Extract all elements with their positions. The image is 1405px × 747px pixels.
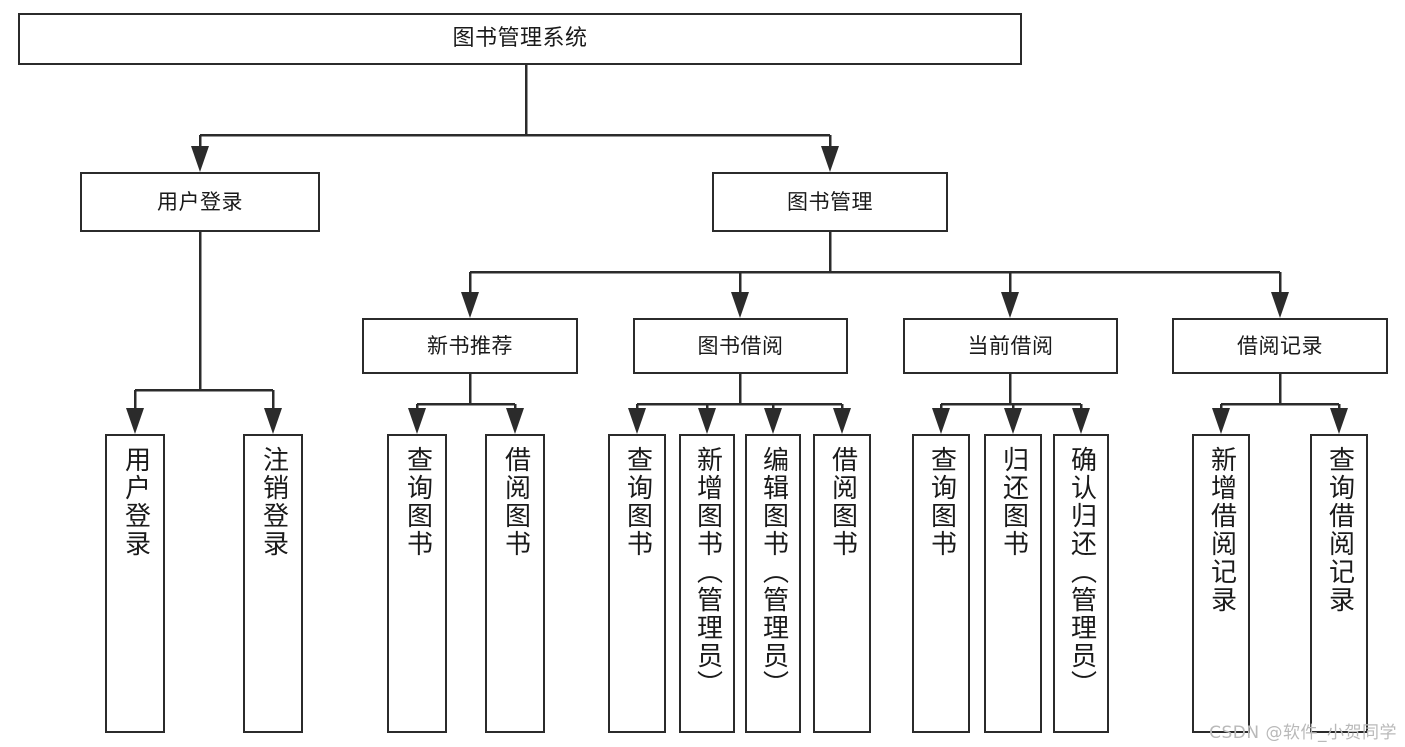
node-book-manage[interactable]: 图书管理 xyxy=(712,172,948,232)
node-book-borrow[interactable]: 图书借阅 xyxy=(633,318,848,374)
node-leaf-borrow-book-2-label: 借阅图书 xyxy=(827,446,858,558)
csdn-watermark: CSDN @软件_小贺同学 xyxy=(1209,723,1397,743)
node-leaf-borrow-book-1[interactable]: 借阅图书 xyxy=(485,434,545,733)
node-leaf-query-book-2-label: 查询图书 xyxy=(622,446,653,558)
node-leaf-query-record[interactable]: 查询借阅记录 xyxy=(1310,434,1368,733)
node-leaf-return-book[interactable]: 归还图书 xyxy=(984,434,1042,733)
node-borrow-record[interactable]: 借阅记录 xyxy=(1172,318,1388,374)
node-leaf-user-login-label: 用户登录 xyxy=(120,446,151,558)
node-root[interactable]: 图书管理系统 xyxy=(18,13,1022,65)
node-leaf-query-book-1-label: 查询图书 xyxy=(402,446,433,558)
node-leaf-logout[interactable]: 注销登录 xyxy=(243,434,303,733)
node-borrow-record-label: 借阅记录 xyxy=(1237,333,1323,358)
node-leaf-confirm-return[interactable]: 确认归还（管理员） xyxy=(1053,434,1109,733)
node-root-label: 图书管理系统 xyxy=(452,26,588,52)
node-user-login[interactable]: 用户登录 xyxy=(80,172,320,232)
node-current-borrow-label: 当前借阅 xyxy=(967,333,1054,358)
node-leaf-add-record[interactable]: 新增借阅记录 xyxy=(1192,434,1250,733)
node-new-book-rec-label: 新书推荐 xyxy=(427,333,513,358)
node-leaf-logout-label: 注销登录 xyxy=(258,446,289,558)
node-book-borrow-label: 图书借阅 xyxy=(697,333,784,358)
node-leaf-add-book-label: 新增图书（管理员） xyxy=(692,446,723,698)
node-leaf-query-book-3[interactable]: 查询图书 xyxy=(912,434,970,733)
node-leaf-borrow-book-2[interactable]: 借阅图书 xyxy=(813,434,871,733)
node-leaf-borrow-book-1-label: 借阅图书 xyxy=(500,446,531,558)
node-leaf-confirm-return-label: 确认归还（管理员） xyxy=(1066,446,1097,698)
node-user-login-label: 用户登录 xyxy=(157,189,243,214)
node-leaf-query-book-2[interactable]: 查询图书 xyxy=(608,434,666,733)
node-new-book-rec[interactable]: 新书推荐 xyxy=(362,318,578,374)
node-book-manage-label: 图书管理 xyxy=(787,189,873,214)
node-leaf-edit-book[interactable]: 编辑图书（管理员） xyxy=(745,434,801,733)
node-leaf-add-book[interactable]: 新增图书（管理员） xyxy=(679,434,735,733)
node-leaf-query-record-label: 查询借阅记录 xyxy=(1324,446,1355,614)
node-leaf-add-record-label: 新增借阅记录 xyxy=(1206,446,1237,614)
node-leaf-edit-book-label: 编辑图书（管理员） xyxy=(758,446,789,698)
node-current-borrow[interactable]: 当前借阅 xyxy=(903,318,1118,374)
node-leaf-query-book-1[interactable]: 查询图书 xyxy=(387,434,447,733)
node-leaf-user-login[interactable]: 用户登录 xyxy=(105,434,165,733)
node-leaf-return-book-label: 归还图书 xyxy=(998,446,1029,558)
node-leaf-query-book-3-label: 查询图书 xyxy=(926,446,957,558)
